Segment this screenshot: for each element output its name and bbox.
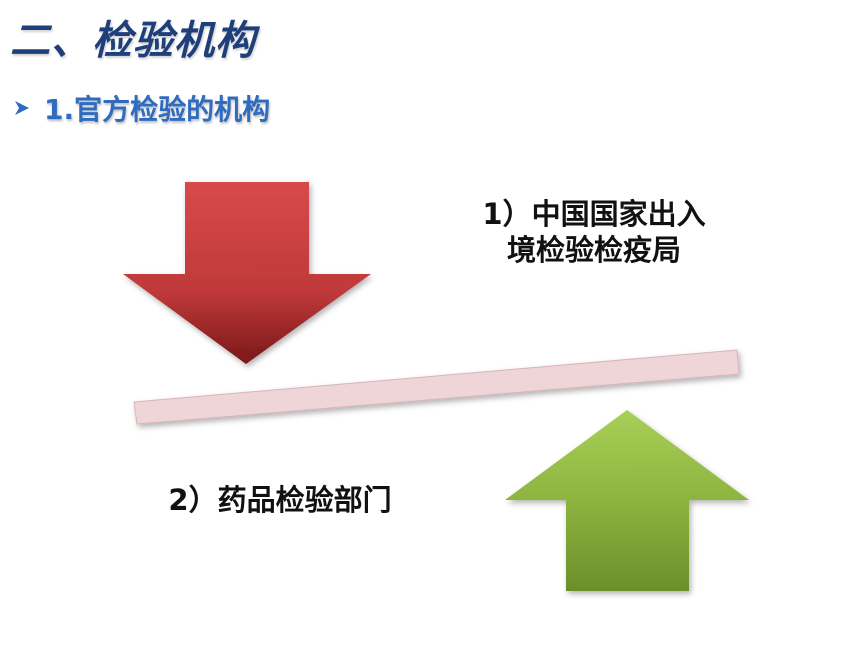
subtitle-row: 1.官方检验的机构 xyxy=(14,86,270,130)
up-arrow xyxy=(505,410,749,591)
arrowhead-bullet-icon xyxy=(15,101,29,115)
label-entry-exit-inspection-bureau: 1）中国国家出入境检验检疫局 xyxy=(482,197,706,267)
slide-title: 二、检验机构 xyxy=(10,18,256,64)
down-arrow xyxy=(123,182,371,364)
balance-bar xyxy=(133,349,740,425)
subtitle-text: 1.官方检验的机构 xyxy=(44,93,271,126)
label-drug-inspection-department: 2）药品检验部门 xyxy=(168,483,392,517)
